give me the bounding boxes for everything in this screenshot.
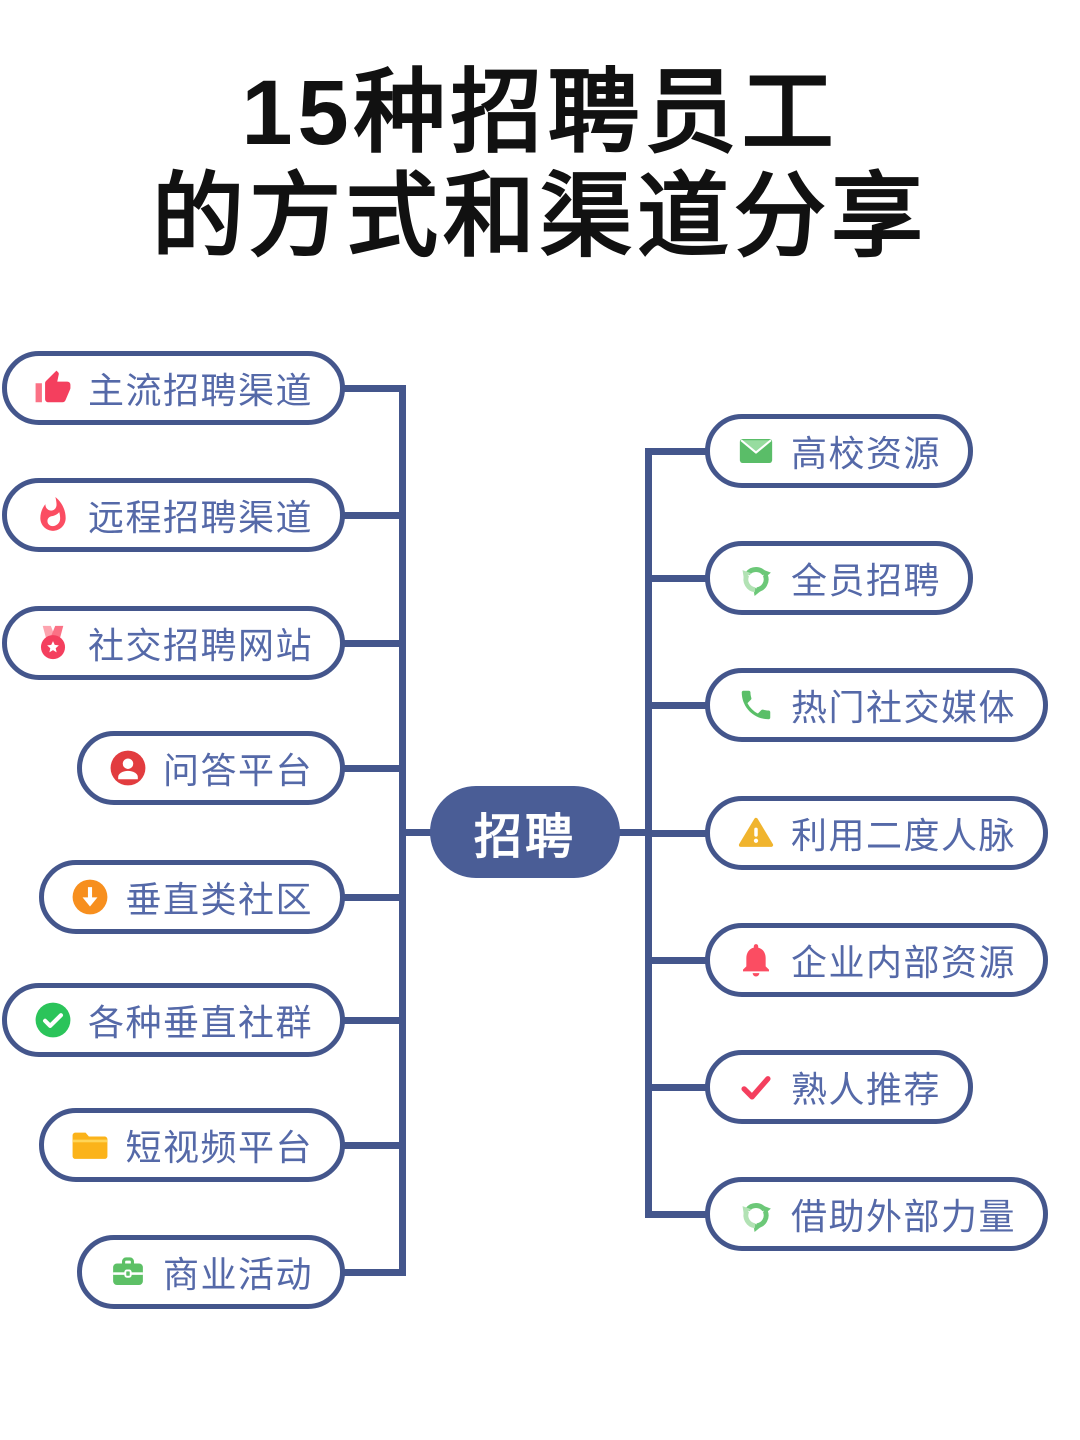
right-branch-2[interactable]: 全员招聘: [705, 541, 974, 615]
branch-label: 垂直类社区: [125, 879, 313, 920]
page-title: 15种招聘员工 的方式和渠道分享: [0, 62, 1080, 270]
branch-label: 高校资源: [791, 433, 942, 474]
phone-icon: [737, 686, 775, 724]
left-branch-7[interactable]: 短视频平台: [39, 1108, 345, 1182]
person-circle-icon: [109, 749, 147, 787]
branch-label: 利用二度人脉: [791, 815, 1017, 856]
branch-label: 商业活动: [162, 1254, 313, 1295]
warning-icon: [737, 814, 775, 852]
right-branch-5[interactable]: 企业内部资源: [705, 923, 1049, 997]
branch-label: 各种垂直社群: [87, 1002, 313, 1043]
bell-icon: [737, 941, 775, 979]
branch-label: 主流招聘渠道: [87, 370, 313, 411]
medal-icon: [34, 624, 72, 662]
connector-line: [649, 575, 707, 582]
left-branch-4[interactable]: 问答平台: [76, 731, 345, 805]
right-branch-1[interactable]: 高校资源: [705, 414, 974, 488]
connector-line: [649, 1084, 707, 1091]
branch-label: 远程招聘渠道: [87, 497, 313, 538]
branch-label: 全员招聘: [791, 560, 942, 601]
connector-line: [340, 512, 402, 519]
recycle-icon: [737, 1195, 775, 1233]
connector-line: [618, 829, 650, 836]
branch-label: 社交招聘网站: [87, 625, 313, 666]
connector-line: [649, 957, 707, 964]
branch-label: 短视频平台: [125, 1127, 313, 1168]
briefcase-icon: [109, 1253, 147, 1291]
left-branch-1[interactable]: 主流招聘渠道: [1, 351, 345, 425]
branch-label: 企业内部资源: [791, 942, 1017, 983]
left-branch-3[interactable]: 社交招聘网站: [1, 606, 345, 680]
arrow-down-circle-icon: [71, 878, 109, 916]
connector-line: [340, 1017, 402, 1024]
connector-line: [340, 765, 402, 772]
folder-icon: [71, 1126, 109, 1164]
title-line-2: 的方式和渠道分享: [151, 165, 928, 268]
connector-line: [340, 1142, 402, 1149]
connector-line: [649, 1211, 707, 1218]
branch-label: 问答平台: [162, 750, 313, 791]
right-branch-4[interactable]: 利用二度人脉: [705, 796, 1049, 870]
thumbs-up-icon: [34, 369, 72, 407]
center-node-recruitment[interactable]: 招聘: [430, 786, 620, 878]
left-branch-8[interactable]: 商业活动: [76, 1235, 345, 1309]
left-branch-5[interactable]: 垂直类社区: [39, 860, 345, 934]
branch-label: 借助外部力量: [791, 1196, 1017, 1237]
connector-line: [649, 448, 707, 455]
title-line-1: 15种招聘员工: [241, 62, 839, 164]
connector-line: [340, 894, 402, 901]
left-branch-2[interactable]: 远程招聘渠道: [1, 478, 345, 552]
check-circle-icon: [34, 1001, 72, 1039]
connector-line: [402, 829, 434, 836]
connector-line: [340, 640, 402, 647]
checkmark-icon: [737, 1068, 775, 1106]
branch-label: 熟人推荐: [791, 1069, 942, 1110]
right-branch-7[interactable]: 借助外部力量: [705, 1177, 1049, 1251]
flame-icon: [34, 496, 72, 534]
right-branch-6[interactable]: 熟人推荐: [705, 1050, 974, 1124]
connector-line: [649, 702, 707, 709]
envelope-icon: [737, 432, 775, 470]
branch-label: 热门社交媒体: [791, 687, 1017, 728]
right-branch-3[interactable]: 热门社交媒体: [705, 668, 1049, 742]
connector-line: [649, 830, 707, 837]
connector-line: [340, 385, 402, 392]
connector-line: [340, 1269, 402, 1276]
left-branch-6[interactable]: 各种垂直社群: [1, 983, 345, 1057]
recycle-icon: [737, 559, 775, 597]
